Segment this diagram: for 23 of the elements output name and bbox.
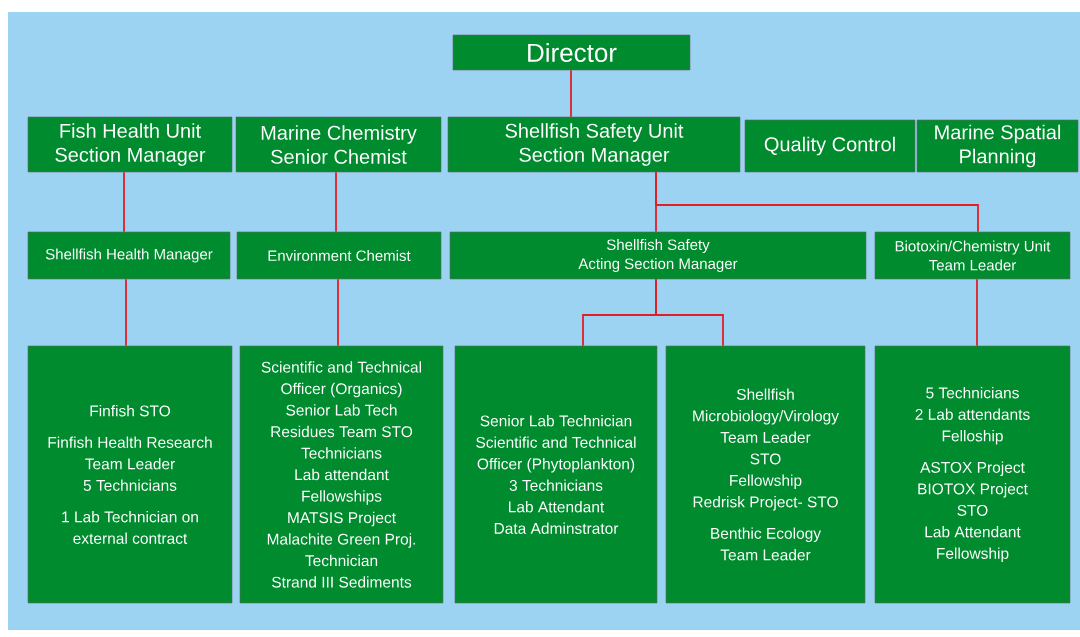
connector-line bbox=[335, 171, 337, 233]
org-box: Shellfish Safety Unit Section Manager bbox=[447, 116, 741, 173]
org-box: Finfish STO Finfish Health Research Team Leader 5 Technicians 1 Lab Technician on external contract bbox=[27, 345, 233, 604]
connector-line bbox=[655, 278, 724, 347]
connector-line bbox=[655, 171, 979, 233]
org-box: Fish Health Unit Section Manager bbox=[27, 116, 233, 173]
connector-line bbox=[570, 69, 572, 118]
org-box: Director bbox=[452, 34, 691, 71]
org-box: Shellfish Microbiology/Virology Team Leader STO Fellowship Redrisk Project- STO Benthic Ecology Team Leader bbox=[665, 345, 866, 604]
org-box: Quality Control bbox=[744, 119, 916, 173]
org-box: Shellfish Safety Acting Section Manager bbox=[449, 231, 867, 280]
connector-line bbox=[123, 171, 125, 233]
org-box: Senior Lab Technician Scientific and Technical Officer (Phytoplankton) 3 Technicians Lab Attendant Data Adminstrator bbox=[454, 345, 658, 604]
connector-line bbox=[976, 278, 978, 347]
org-box: Shellfish Health Manager bbox=[27, 231, 231, 280]
org-box: Scientific and Technical Officer (Organics) Senior Lab Tech Residues Team STO Technicians Lab attendant Fellowships MATSIS Project Malachite Green Proj. Technician Strand III Sediments bbox=[239, 345, 444, 604]
org-box: Marine Spatial Planning bbox=[916, 119, 1079, 173]
connector-line bbox=[337, 278, 339, 347]
org-box: Marine Chemistry Senior Chemist bbox=[235, 116, 442, 173]
connector-line bbox=[125, 278, 127, 347]
org-box: 5 Technicians 2 Lab attendants Felloship ASTOX Project BIOTOX Project STO Lab Attendant Fellowship bbox=[874, 345, 1071, 604]
org-box: Environment Chemist bbox=[236, 231, 442, 280]
org-box: Biotoxin/Chemistry Unit Team Leader bbox=[874, 231, 1071, 280]
